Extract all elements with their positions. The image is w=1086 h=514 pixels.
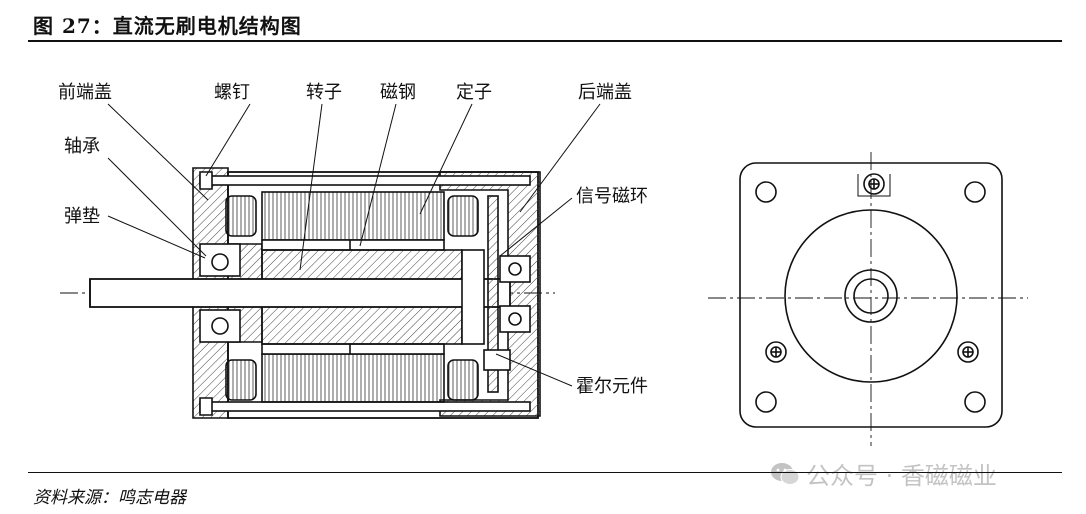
watermark: 公众号 · 香磁磁业: [770, 456, 997, 491]
mount-hole-tr: [964, 181, 986, 203]
label-bearing: 轴承: [64, 136, 100, 157]
label-stator: 定子: [456, 82, 492, 103]
stator-winding-bottom: [261, 353, 445, 403]
shaft: [89, 278, 511, 308]
figure-title: 图 27：直流无刷电机结构图: [33, 14, 302, 38]
source-divider: [28, 472, 1062, 473]
wechat-icon: [771, 462, 800, 485]
mount-hole-br: [964, 391, 986, 413]
front-bearing-bottom: [199, 309, 241, 343]
label-magnet-steel: 磁钢: [380, 82, 416, 103]
motor-section-view: [60, 103, 601, 419]
screw-bottom: [199, 401, 531, 412]
label-rear-cover: 后端盖: [578, 82, 632, 103]
magnet-steel-top: [261, 239, 445, 251]
motor-end-view: [708, 152, 1028, 446]
title-divider: [28, 40, 1062, 42]
label-screw: 螺钉: [214, 82, 250, 103]
screw-top: [199, 175, 531, 186]
phillips-screw-icon: [957, 341, 979, 363]
label-front-cover: 前端盖: [58, 82, 112, 103]
label-signal-ring: 信号磁环: [576, 186, 648, 207]
phillips-screw-icon: [765, 341, 787, 363]
hall-element-board: [487, 195, 499, 393]
figure-source: 资料来源：鸣志电器: [33, 488, 186, 508]
label-hall-element: 霍尔元件: [576, 376, 648, 397]
magnet-steel-bottom: [261, 343, 445, 355]
stator-winding-top: [261, 191, 445, 241]
mount-hole-bl: [755, 391, 777, 413]
phillips-screw-icon: [857, 173, 891, 197]
signal-magnet-ring: [461, 249, 485, 345]
mount-hole-tl: [755, 181, 777, 203]
label-spring-washer: 弹垫: [64, 206, 100, 227]
watermark-text: 公众号 · 香磁磁业: [806, 462, 997, 490]
label-rotor: 转子: [306, 82, 342, 103]
